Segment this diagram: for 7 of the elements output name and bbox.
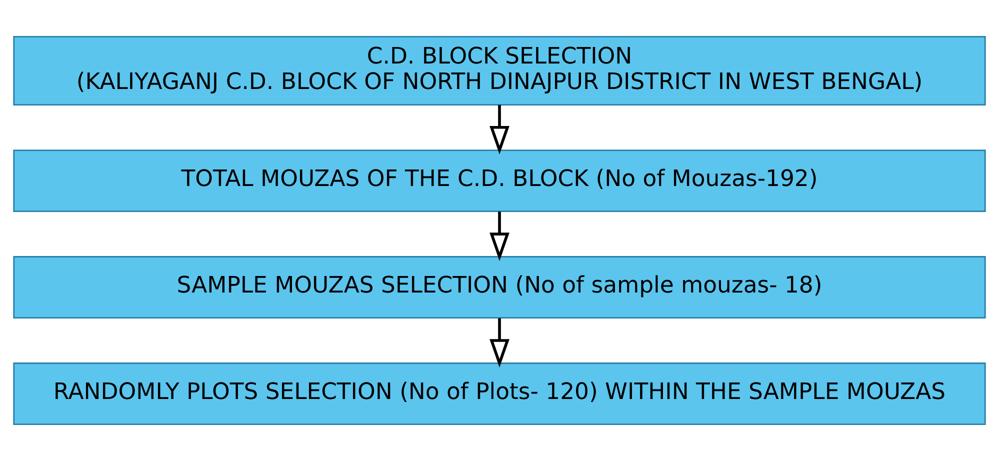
node-box: SAMPLE MOUZAS SELECTION (No of sample mouzas- 18)	[13, 256, 986, 319]
arrow	[490, 318, 510, 368]
arrow	[490, 104, 510, 154]
node-box: RANDOMLY PLOTS SELECTION (No of Plots- 120) WITHIN THE SAMPLE MOUZAS	[13, 362, 986, 426]
arrow	[490, 212, 510, 262]
node-box: C.D. BLOCK SELECTION (KALIYAGANJ C.D. BLOCK OF NORTH DINAJPUR DISTRICT IN WEST BENGAL)	[13, 36, 986, 106]
node-box: TOTAL MOUZAS OF THE C.D. BLOCK (No of Mouzas-192)	[13, 150, 986, 212]
